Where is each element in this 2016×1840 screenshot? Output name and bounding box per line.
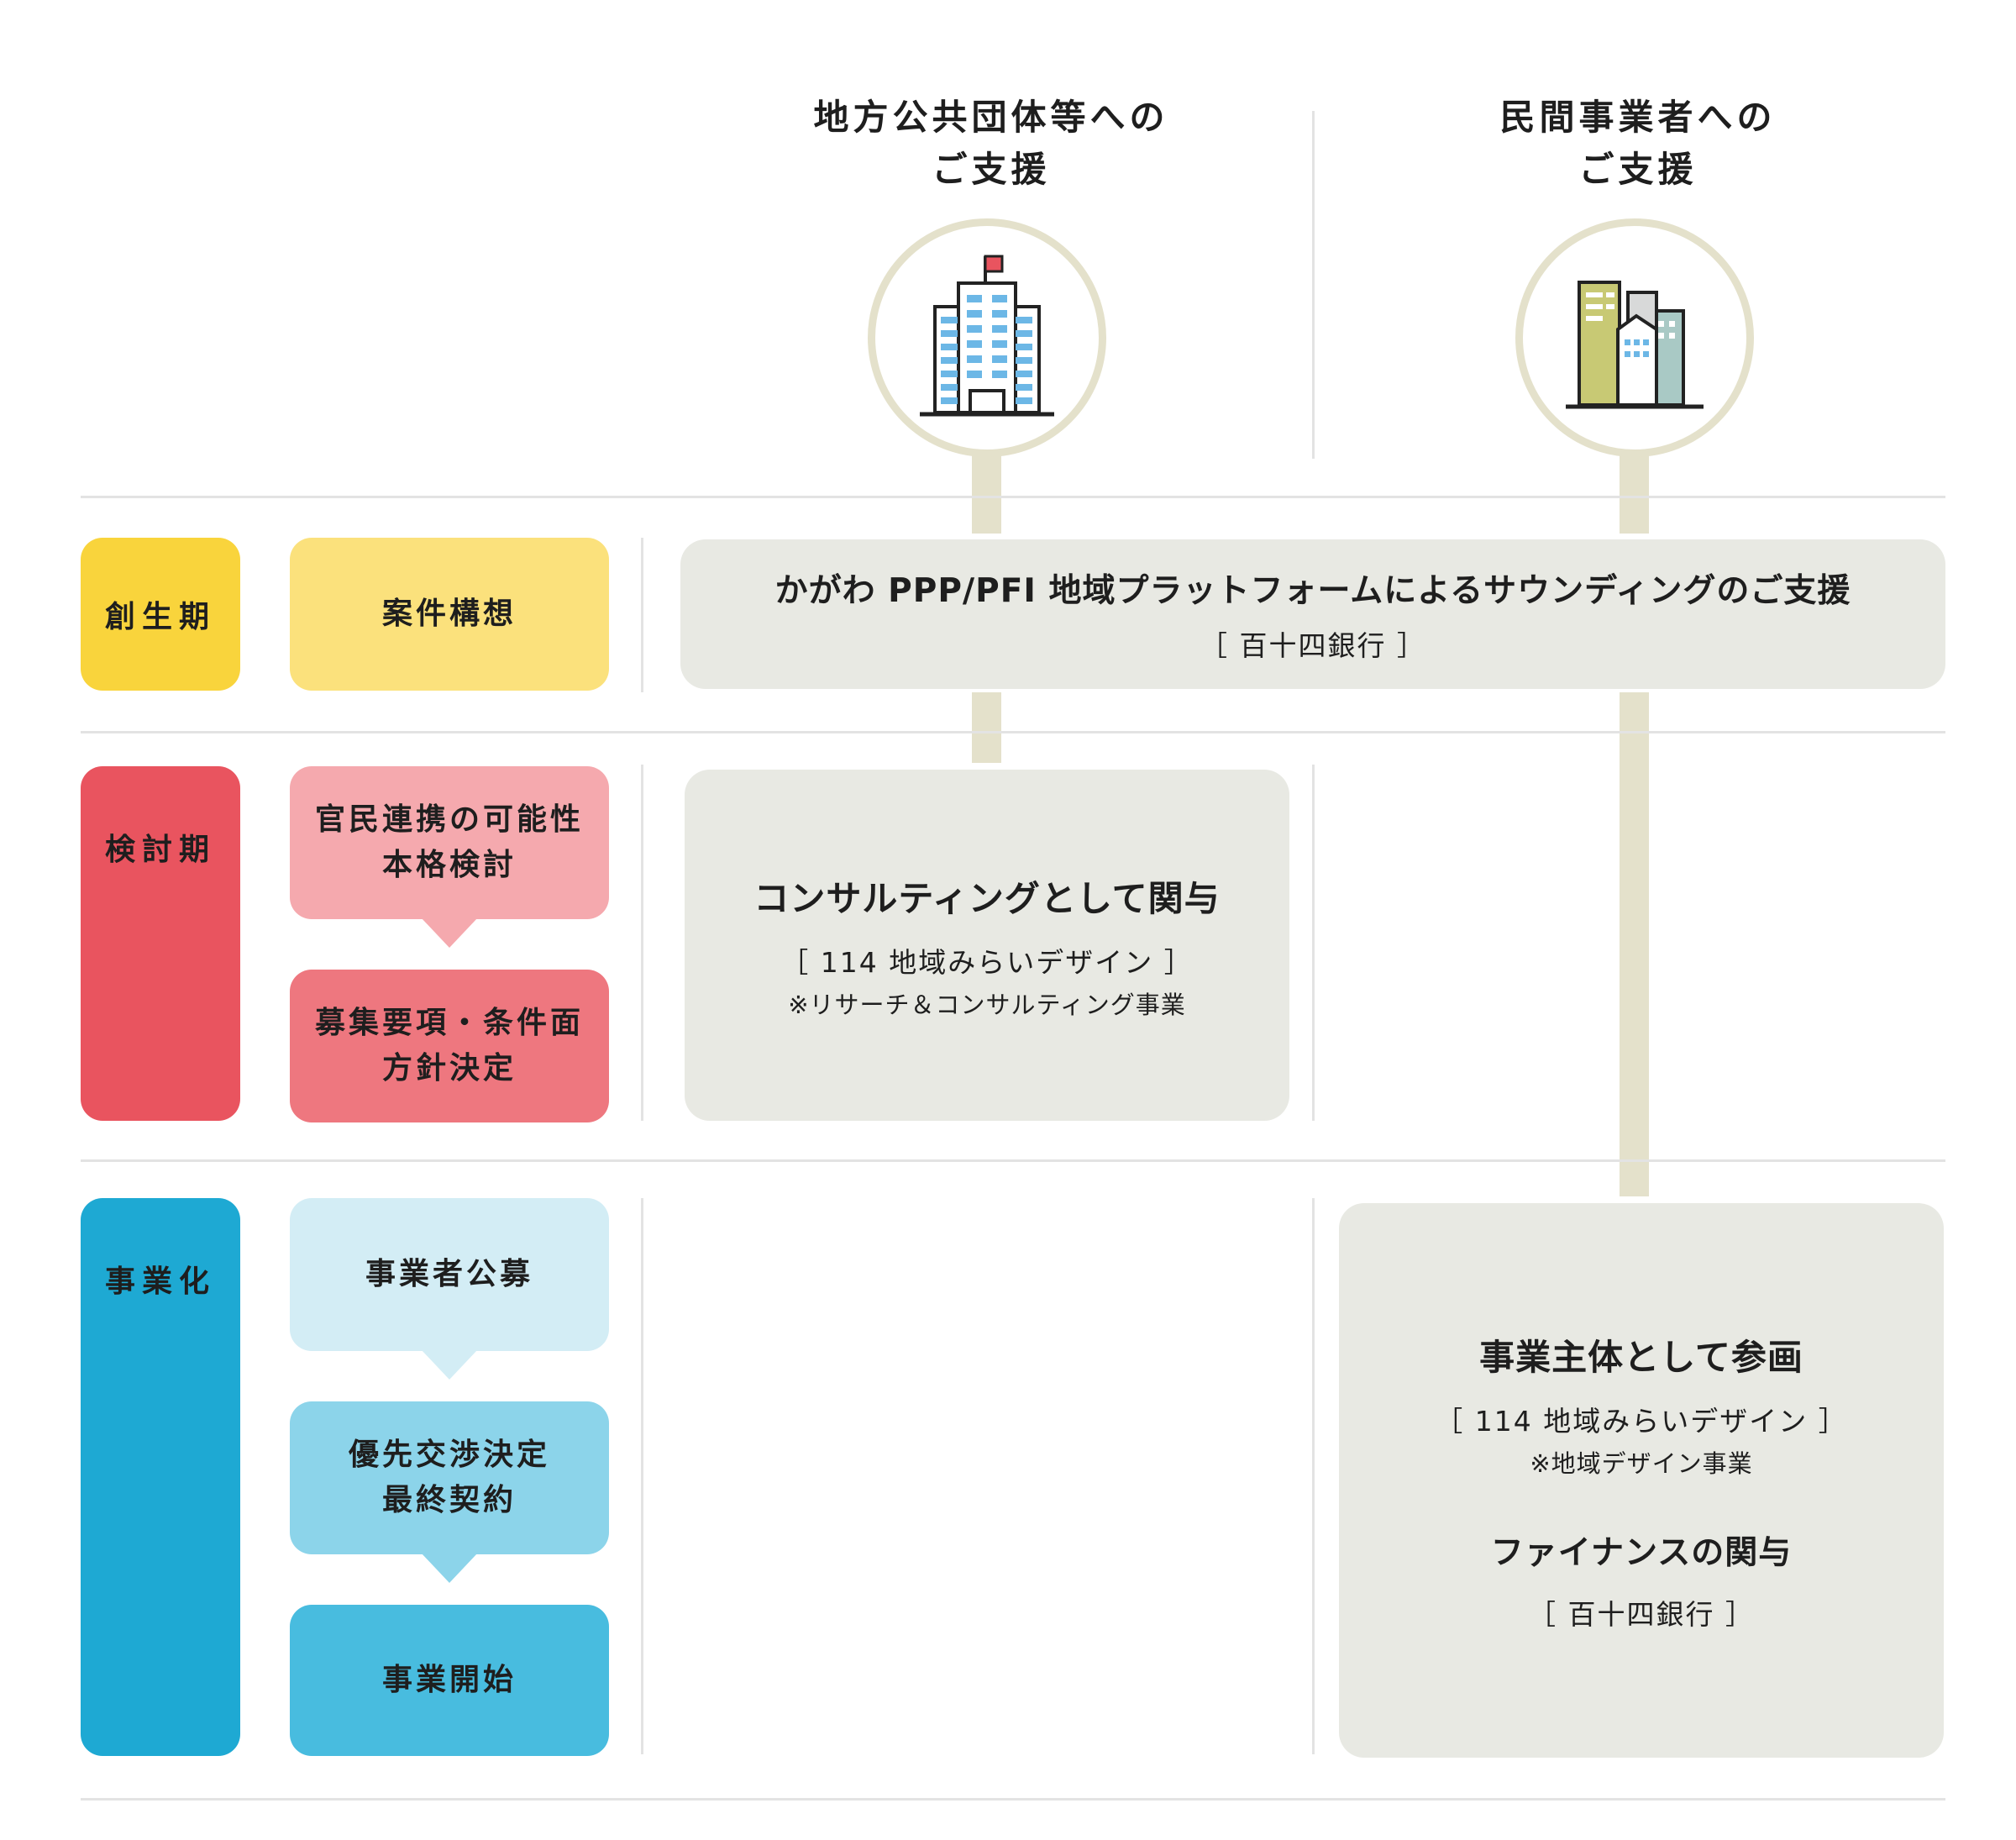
phase-label-creation: 創生期 [81,538,240,691]
government-building-icon [868,218,1106,457]
row-separator [81,1159,1945,1162]
column-divider [1312,1198,1315,1754]
phase-label-commercialization: 事業化 [81,1198,240,1756]
business-entity-title: 事業主体として参画 [1479,1336,1803,1378]
private-support-title: 民間事業者への ご支援 [1499,97,1777,190]
sounding-support-box: かがわ PPP/PFI 地域プラットフォームによるサウンディングのご支援 ［ 百… [680,539,1945,689]
row-separator [81,496,1945,498]
business-entity-org: ［ 114 地域みらいデザイン ］ [1435,1404,1848,1438]
finance-org: ［ 百十四銀行 ］ [1528,1597,1755,1631]
consulting-title: コンサルティングとして関与 [753,877,1221,919]
step-business-start: 事業開始 [290,1605,609,1756]
public-stem-mid [972,692,1001,763]
step-arrow [421,917,478,948]
step-ppp-feasibility: 官民連携の可能性 本格検討 [290,766,609,919]
step-project-concept: 案件構想 [290,538,609,691]
finance-title: ファイナンスの関与 [1490,1533,1793,1572]
consulting-org: ［ 114 地域みらいデザイン ］ [780,945,1194,979]
consulting-box: コンサルティングとして関与 ［ 114 地域みらいデザイン ］ ※リサーチ＆コン… [685,770,1289,1121]
column-divider [641,1198,643,1754]
step-arrow [421,1553,478,1583]
row-separator [81,1798,1945,1801]
sounding-support-org: ［ 百十四銀行 ］ [1200,629,1426,662]
business-entity-box: 事業主体として参画 ［ 114 地域みらいデザイン ］ ※地域デザイン事業 ファ… [1339,1203,1944,1758]
private-stem-top [1620,445,1649,534]
business-entity-note: ※地域デザイン事業 [1530,1448,1753,1478]
header-column-divider [1312,111,1315,459]
public-support-title: 地方公共団体等への ご支援 [813,97,1169,190]
column-divider [1312,765,1315,1121]
step-requirements-decision: 募集要項・条件面 方針決定 [290,970,609,1122]
consulting-note: ※リサーチ＆コンサルティング事業 [788,990,1186,1019]
step-public-offering: 事業者公募 [290,1198,609,1351]
column-divider [641,538,643,692]
company-buildings-icon [1515,218,1754,457]
column-divider [641,765,643,1121]
row-separator [81,731,1945,733]
step-negotiation-contract: 優先交渉決定 最終契約 [290,1401,609,1554]
public-stem-top [972,445,1001,534]
sounding-support-title: かがわ PPP/PFI 地域プラットフォームによるサウンディングのご支援 [774,572,1851,610]
private-stem-long [1620,692,1649,1196]
phase-label-review: 検討期 [81,766,240,1121]
step-arrow [421,1349,478,1380]
